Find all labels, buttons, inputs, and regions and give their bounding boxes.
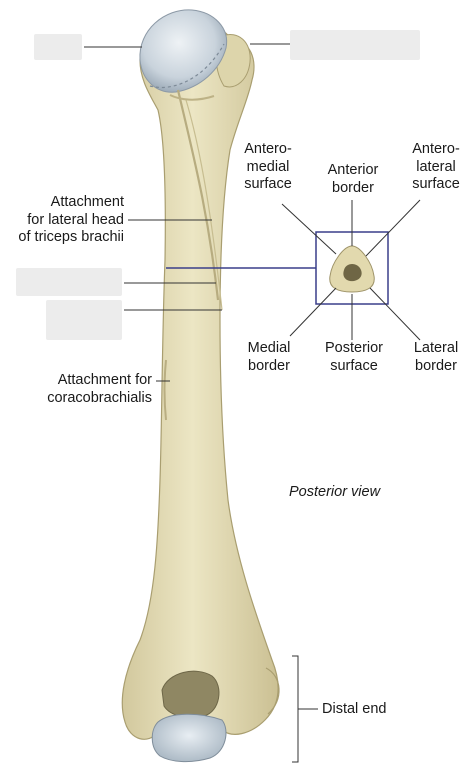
blank-label-box[interactable] [34, 34, 82, 60]
blank-label-box[interactable] [16, 268, 122, 296]
blank-label-box[interactable] [290, 30, 420, 60]
humeral-head [139, 9, 228, 93]
medial-epicondyle [265, 667, 280, 715]
view-caption: Posterior view [289, 484, 381, 500]
surgical-neck-shading [169, 94, 215, 101]
anatomical-neck-line [149, 43, 225, 88]
distal-end-label: Distal end [322, 701, 387, 717]
distal-end-bracket [292, 655, 318, 763]
medial-border-label: Medial border [247, 340, 291, 374]
anterolateral-surface-label: Antero- lateral surface [412, 141, 460, 192]
humerus-bone [121, 17, 279, 740]
anteromedial-surface-label: Antero- medial surface [244, 141, 292, 192]
lateral-head-attachment-label: Attachment for lateral head of triceps b… [18, 194, 124, 245]
trochlea [151, 713, 227, 763]
anterior-border-label: Anterior border [327, 162, 379, 196]
olecranon-fossa [161, 670, 220, 719]
medullary-cavity [343, 264, 362, 282]
blank-label-box[interactable] [46, 300, 122, 340]
coracobrachialis-attachment-label: Attachment for coracobrachialis [47, 372, 152, 406]
coracobrachialis-mark [163, 359, 167, 421]
lateral-border-label: Lateral border [413, 340, 459, 374]
shaft-ridge [185, 99, 223, 311]
posterior-surface-label: Posterior surface [324, 340, 384, 374]
